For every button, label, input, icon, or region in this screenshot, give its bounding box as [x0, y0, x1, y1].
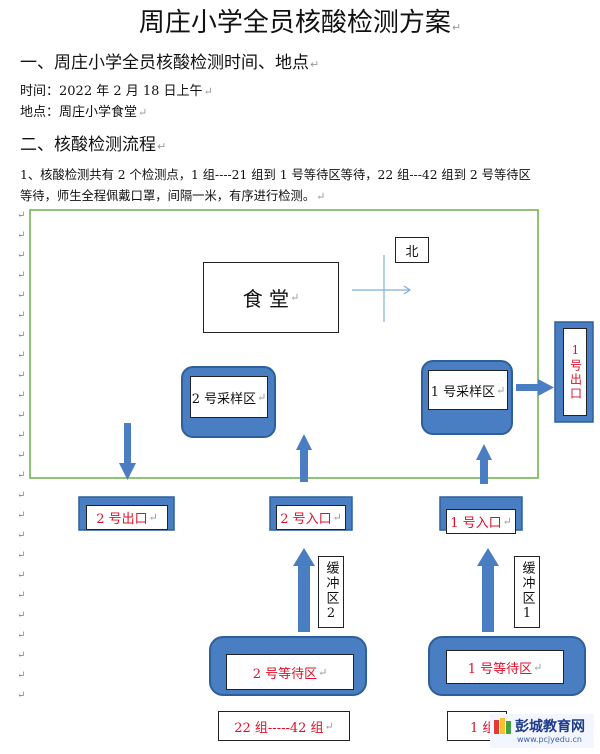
arrow-to-exit2 — [119, 423, 136, 480]
arrow-sample1-to-exit1 — [516, 379, 554, 396]
north-label: 北 — [405, 244, 419, 260]
time-line: 时间：2022 年 2 月 18 日上午↵ — [20, 84, 213, 99]
exit1-label: 1号出口 — [568, 343, 583, 401]
north-label-box: 北 — [395, 237, 429, 263]
buffer1-box: 缓冲区1 — [514, 556, 540, 628]
entry2-box: 2 号入口↵ — [276, 505, 346, 530]
waiting-area2-label: 2 号等待区 — [252, 666, 318, 682]
entry1-label: 1 号入口 — [450, 516, 502, 531]
entry2-label: 2 号入口 — [280, 512, 332, 527]
sample-area1-label: 1 号采样区 — [430, 384, 496, 400]
arrow-buffer1 — [477, 548, 499, 632]
sample-area2-label: 2 号采样区 — [191, 391, 257, 407]
sample-area1-box: 1 号采样区↵ — [428, 370, 508, 410]
book-logo-icon — [494, 718, 512, 736]
buffer1-label: 缓冲区1 — [519, 561, 535, 623]
arrow-buffer2 — [293, 548, 315, 632]
group2-box: 22 组-----42 组↵ — [218, 711, 350, 741]
waiting-area1-label: 1 号等待区 — [467, 661, 533, 677]
group1-label: 1 组 — [470, 720, 496, 736]
exit2-label: 2 号出口 — [96, 512, 148, 527]
watermark-url: www.pcjyedu.cn — [517, 735, 582, 744]
group2-label: 22 组-----42 组 — [234, 720, 324, 736]
waiting-area2-box: 2 号等待区↵ — [226, 654, 354, 690]
compass-arrowhead — [403, 285, 412, 295]
place-line: 地点：周庄小学食堂↵ — [20, 105, 148, 120]
section1-heading: 一、周庄小学全员核酸检测时间、地点↵ — [20, 53, 320, 73]
flow-text-line2: 等待，师生全程佩戴口罩，间隔一米，有序进行检测。↵ — [20, 189, 326, 203]
school-area-border — [29, 209, 539, 479]
watermark-logo: 彭城教育网 www.pcjyedu.cn — [490, 714, 594, 748]
exit1-box: 1号出口 — [563, 328, 587, 416]
waiting-area1-box: 1 号等待区↵ — [446, 650, 564, 684]
arrow-entry1-to-sample1 — [476, 444, 492, 484]
arrow-entry2-to-sample2 — [296, 434, 312, 482]
flow-text-line1: 1、核酸检测共有 2 个检测点，1 组----21 组到 1 号等待区等待，22… — [20, 168, 531, 182]
sample-area2-box: 2 号采样区↵ — [190, 376, 268, 418]
buffer2-box: 缓冲区2 — [318, 556, 344, 628]
watermark-brand: 彭城教育网 — [515, 719, 585, 735]
canteen-box: 食 堂↵ — [203, 262, 339, 333]
exit2-box: 2 号出口↵ — [86, 505, 168, 530]
section2-heading: 二、核酸检测流程↵ — [20, 135, 167, 155]
paragraph-marks: ↵↵↵↵↵ ↵↵↵↵↵ ↵↵↵↵↵ ↵↵↵↵↵ ↵↵↵↵↵ — [17, 210, 26, 701]
canteen-label: 食 堂 — [242, 287, 290, 311]
entry1-box: 1 号入口↵ — [446, 509, 516, 534]
buffer2-label: 缓冲区2 — [323, 561, 339, 623]
document-title: 周庄小学全员核酸检测方案↵ — [138, 8, 462, 38]
